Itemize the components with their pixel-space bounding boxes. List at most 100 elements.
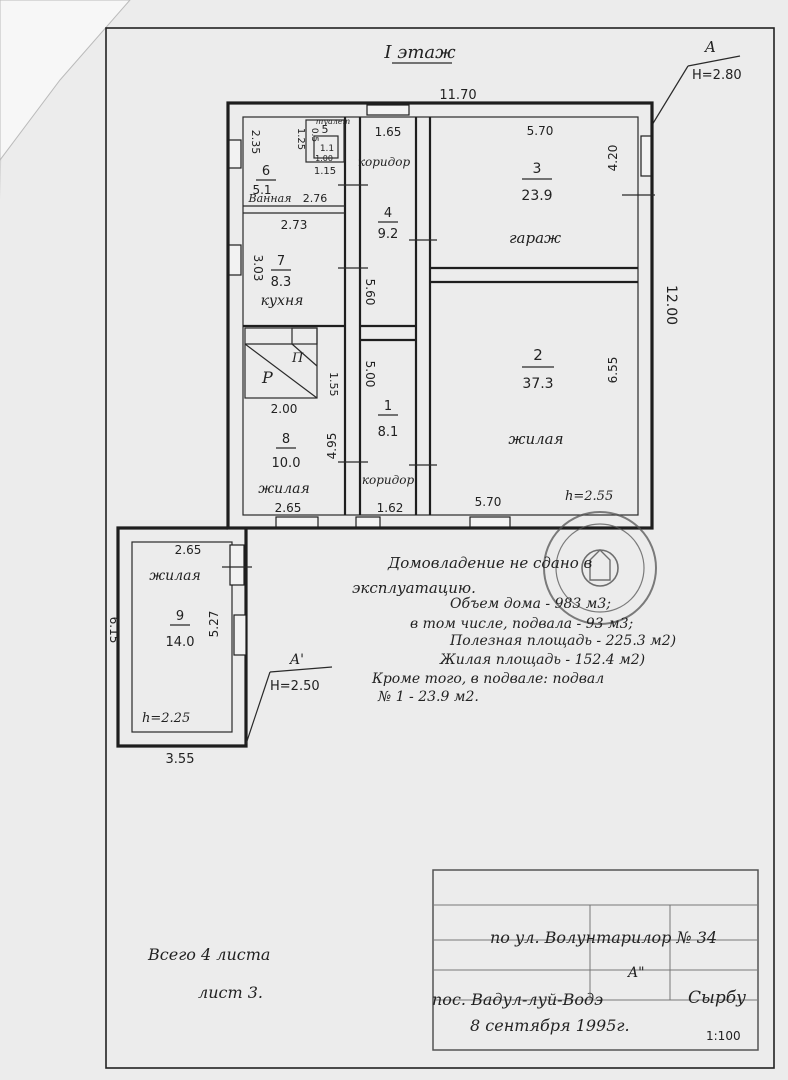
room-name: коридор: [362, 473, 415, 487]
title-block: [432, 869, 759, 1051]
room-4: 4 9.2 коридор 1.65 5.60: [358, 125, 411, 305]
room-dim-h: 4.95: [325, 433, 339, 460]
room-3: 3 23.9 гараж 5.70 4.20: [509, 124, 620, 247]
height-annex: H=2.50: [270, 679, 320, 694]
room-no: 2: [533, 346, 543, 364]
annex-width-dim: 3.55: [166, 752, 195, 767]
address-street: по ул. Волунтарилор № 34: [490, 928, 717, 947]
room-dim-w: 5.70: [475, 495, 502, 509]
folded-corner: [0, 0, 131, 161]
stair-label-p: P: [261, 368, 273, 387]
note-line-3: Объем дома - 983 м3;: [450, 596, 611, 612]
room-dim-w: 1.62: [377, 501, 404, 515]
plan-date: 8 сентября 1995г.: [470, 1016, 630, 1035]
section-line-annex: [269, 666, 333, 673]
room-dim-h: 6.55: [606, 357, 620, 384]
section-mark-annex: A': [288, 652, 304, 668]
room-no: 1: [384, 399, 392, 414]
building-walls: [226, 101, 654, 530]
room-no: 9: [176, 609, 184, 624]
room-dim-h: 5.60: [363, 279, 377, 306]
room-dim-w: 5.70: [527, 124, 554, 138]
room-area: 8.1: [378, 425, 399, 440]
doors: [222, 184, 655, 568]
stair-label-pi: П: [291, 351, 304, 366]
room-dim-h: 4.20: [606, 145, 620, 172]
room-dim-w: 1.15: [314, 166, 336, 177]
floor-title: I этаж: [383, 42, 456, 63]
annex-depth-dim: 6.15: [107, 617, 121, 644]
title-block-section-mark: A": [626, 965, 645, 981]
sheet-frame: [105, 27, 775, 1069]
note-line-7: Кроме того, в подвале: подвал: [371, 671, 604, 687]
owner-surname: Сырбу: [688, 988, 746, 1008]
stamp-seal: [543, 511, 657, 625]
room-dim-h: 5.27: [207, 611, 221, 638]
room-dim-w: 2.76: [303, 192, 328, 205]
room-area: 1.1: [320, 144, 334, 154]
address-village: пос. Вадул-луй-Водэ: [432, 990, 603, 1009]
note-line-1: Домовладение не сдано в: [387, 554, 593, 572]
room-name: туалет: [316, 117, 351, 126]
room-area: 14.0: [166, 635, 195, 650]
room-dim-w: 2.73: [281, 218, 308, 232]
room-area: 37.3: [522, 376, 553, 392]
room-7: 7 8.3 кухня 2.73 3.03: [251, 218, 307, 309]
room-dim-h: 1.25: [295, 128, 306, 150]
room-height: h=2.55: [565, 489, 613, 504]
section-leader-annex: [245, 671, 271, 745]
room-name: жилая: [258, 481, 309, 497]
height-top: H=2.80: [692, 68, 742, 83]
section-line-top: [687, 55, 741, 67]
room-dim-e: 1.00: [315, 154, 333, 163]
room-dim-w: 2.65: [275, 501, 302, 515]
note-line-6: Жилая площадь - 152.4 м2): [439, 652, 645, 668]
stair-dim-h: 1.55: [327, 372, 340, 397]
room-8: 8 10.0 жилая 2.65 4.95: [258, 432, 339, 515]
room-area: 5.1: [252, 183, 271, 197]
room-dim-d: 0.5: [309, 128, 319, 142]
room-name: гараж: [509, 229, 561, 247]
room-area: 10.0: [272, 456, 301, 471]
total-width-dim: 11.70: [439, 88, 476, 103]
windows: [228, 104, 652, 656]
room-9: 9 14.0 жилая 2.65 5.27 h=2.25: [142, 543, 221, 726]
room-no: 5: [322, 123, 329, 136]
room-1: 1 8.1 коридор 1.62 5.00: [362, 361, 415, 515]
plan-scale: 1:100: [706, 1029, 741, 1043]
room-dim-w: 1.65: [375, 125, 402, 139]
room-dim-w: 2.65: [175, 543, 202, 557]
room-5: 5 1.1 туалет 1.15 1.25 0.5 1.00: [295, 117, 351, 177]
room-no: 4: [384, 206, 392, 221]
room-2: 2 37.3 жилая 5.70 6.55 h=2.55: [475, 346, 620, 509]
room-name: коридор: [358, 155, 411, 169]
note-line-2: эксплуатацию.: [352, 579, 476, 597]
notes-block: Домовладение не сдано в эксплуатацию. Об…: [352, 554, 676, 705]
room-no: 8: [282, 432, 290, 447]
room-area: 8.3: [271, 275, 292, 290]
note-line-8: № 1 - 23.9 м2.: [377, 689, 479, 705]
room-dim-h: 3.03: [251, 255, 265, 282]
room-height: h=2.25: [142, 711, 190, 726]
total-depth-dim: 12.00: [663, 285, 679, 325]
room-name: жилая: [508, 430, 563, 448]
stairs: P П 2.00 1.55: [244, 327, 340, 416]
room-dim-h: 5.00: [363, 361, 377, 388]
room-no: 7: [277, 254, 285, 269]
room-name: Ванная: [248, 192, 292, 205]
note-line-4: в том числе, подвала - 93 м3;: [410, 616, 633, 632]
room-name: жилая: [149, 568, 200, 584]
sheet-number: лист 3.: [198, 983, 263, 1002]
room-dim-h: 2.35: [249, 130, 262, 155]
section-mark-top: A: [703, 38, 716, 56]
room-name: кухня: [261, 293, 304, 309]
room-area: 23.9: [521, 188, 552, 204]
stair-dim-w: 2.00: [271, 402, 298, 416]
room-no: 6: [262, 164, 270, 179]
room-6: 6 5.1 Ванная 2.76 2.35: [248, 130, 328, 205]
annex-walls: [116, 526, 248, 748]
room-no: 3: [533, 161, 542, 177]
room-area: 9.2: [378, 227, 399, 242]
